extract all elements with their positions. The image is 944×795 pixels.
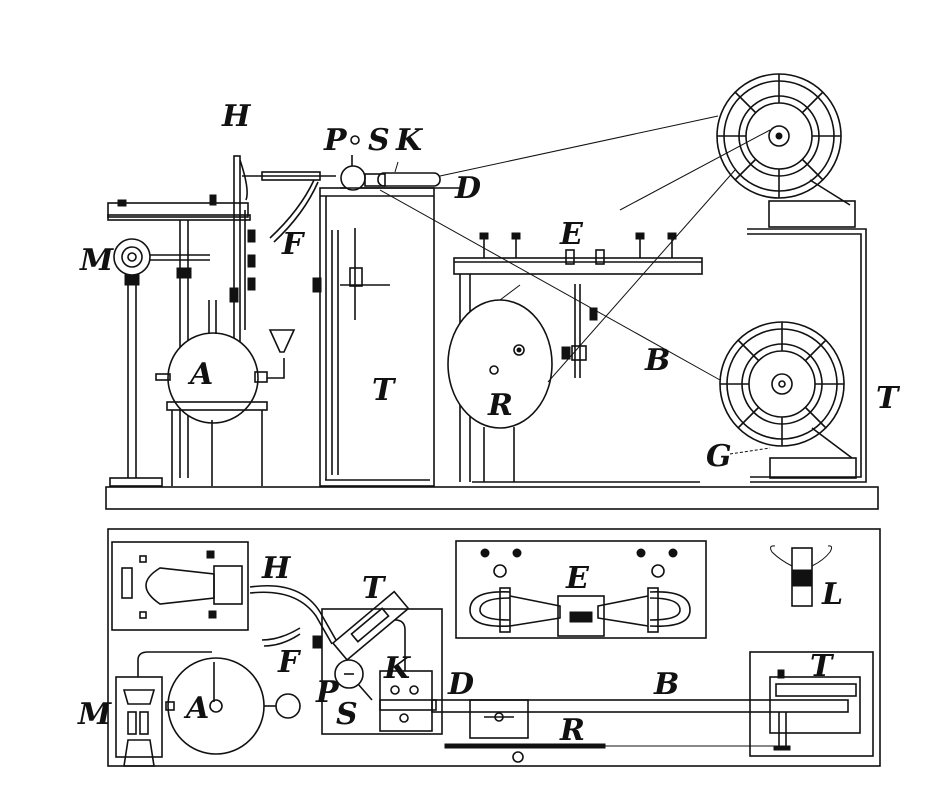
plan-view: H T F M A P S K D E L B R T [77, 528, 881, 767]
label-t-cabinet: T [372, 373, 397, 408]
plan-board [107, 528, 881, 767]
elevation-view: H P S K D F M A T E R B T G [79, 73, 901, 510]
plan-m-a [115, 651, 301, 767]
label-p: P [323, 123, 348, 158]
plan-label-t: T [362, 571, 387, 606]
label-t-frame: T [876, 381, 901, 416]
label-e: E [559, 217, 584, 252]
plan-label-f: F [277, 645, 302, 680]
cabinet-t [312, 187, 435, 487]
lower-reel-g [719, 321, 857, 479]
label-d: D [454, 171, 481, 206]
plan-label-a: A [183, 691, 209, 726]
table-e [453, 232, 703, 483]
plan-label-r: R [559, 713, 585, 748]
plan-band-b [379, 699, 849, 763]
head-psk [340, 135, 460, 191]
plan-label-e: E [565, 561, 590, 596]
plan-e-block [455, 540, 707, 639]
flask-a [155, 300, 296, 486]
plan-label-d: D [447, 667, 474, 702]
label-m: M [79, 243, 114, 278]
band-b [379, 115, 771, 383]
plan-t-right [749, 651, 874, 757]
gauge-m [113, 238, 151, 286]
label-h: H [221, 99, 252, 134]
plan-label-s: S [336, 697, 358, 732]
upper-reel [716, 73, 856, 228]
tube-f [242, 171, 336, 243]
plan-tube-f [261, 627, 301, 641]
label-b: B [644, 343, 670, 378]
plan-label-m: M [77, 697, 112, 732]
label-s: S [368, 123, 390, 158]
label-f: F [281, 227, 306, 262]
plan-label-h: H [261, 551, 292, 586]
plan-label-t-right: T [810, 649, 835, 684]
plan-label-k: K [383, 651, 412, 686]
label-r: R [487, 388, 513, 423]
plan-label-p: P [315, 675, 340, 710]
plan-label-b: B [653, 667, 679, 702]
label-a: A [187, 357, 213, 392]
plan-t-plate [312, 590, 443, 735]
plan-label-l: L [821, 577, 843, 612]
disc-h [229, 155, 256, 347]
base-board [105, 486, 879, 510]
frame-t [747, 228, 867, 483]
plan-l [770, 545, 833, 607]
label-k: K [395, 123, 424, 158]
label-g: G [706, 439, 732, 474]
plan-h-block [111, 541, 337, 645]
